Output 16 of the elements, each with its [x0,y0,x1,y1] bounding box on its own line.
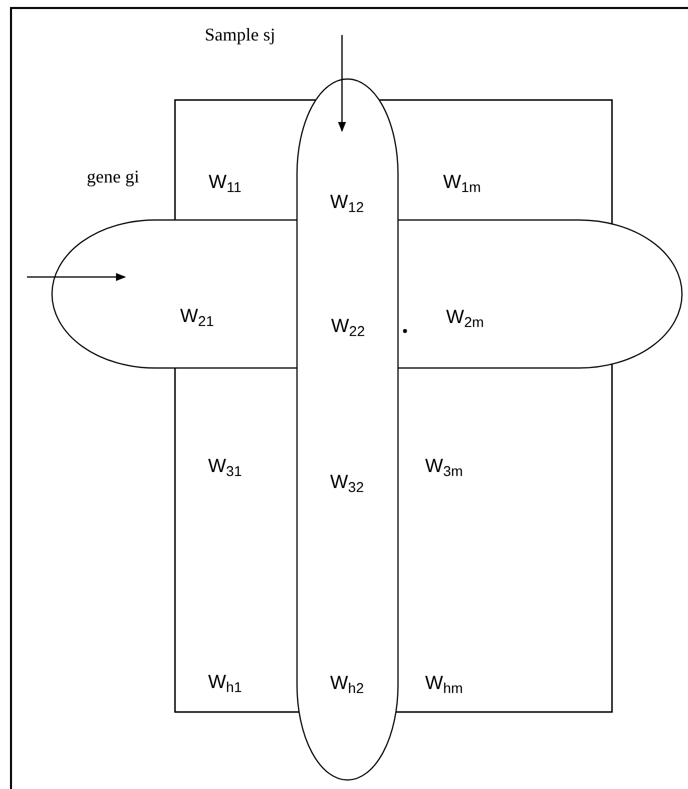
arrow [338,35,346,132]
matrix-entry: W$_{h1}$ [208,670,242,698]
matrix-entry: W$_{h2}$ [330,672,364,698]
matrix-entry: W$_{21}$ [180,304,214,332]
matrix-entry: W$_{2m}$ [446,306,484,332]
matrix-entry: W$_{22}$ [331,314,365,342]
arrow [27,273,126,281]
matrix-entry: W$_{11}$ [208,170,242,198]
axis-label: gene gi [86,166,140,188]
axis-label: Sample sj [204,24,276,46]
matrix-entry: W$_{1m}$ [443,170,481,198]
matrix-entry: W$_{12}$ [330,190,364,218]
matrix-entry: W$_{3m}$ [425,454,463,482]
matrix-entry: W$_{hm}$ [425,672,463,698]
matrix-entry: W$_{32}$ [330,470,364,498]
matrix-entry: W$_{31}$ [208,454,242,482]
